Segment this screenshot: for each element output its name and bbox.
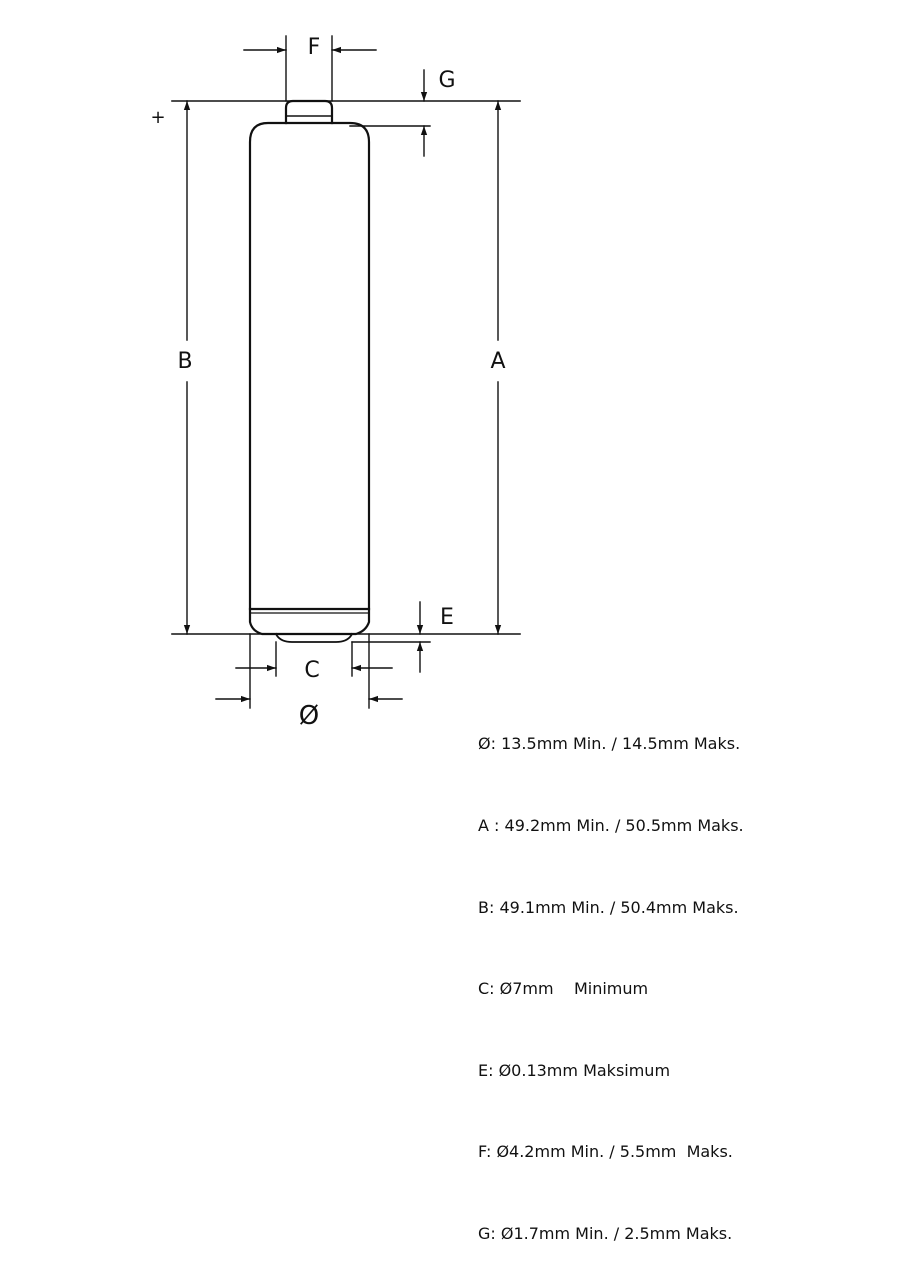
label-e: E	[440, 605, 454, 630]
spec-c: C: Ø7mm Minimum	[478, 979, 649, 999]
label-b: B	[177, 349, 192, 374]
spec-b: B: 49.1mm Min. / 50.4mm Maks.	[478, 897, 739, 917]
label-c: C	[304, 658, 319, 683]
spec-a: A : 49.2mm Min. / 50.5mm Maks.	[478, 816, 744, 836]
spec-f: F: Ø4.2mm Min. / 5.5mm Maks.	[478, 1142, 733, 1162]
label-a: A	[490, 349, 505, 374]
label-g: G	[438, 68, 455, 93]
negative-recess	[274, 632, 354, 643]
battery-body-outline	[248, 121, 371, 611]
dimension-spec-list: Ø: 13.5mm Min. / 14.5mm Maks. A : 49.2mm…	[478, 676, 888, 1274]
spec-g: G: Ø1.7mm Min. / 2.5mm Maks.	[478, 1224, 733, 1244]
battery-dimension-drawing: F G B A E C Ø +	[150, 35, 521, 731]
positive-terminal-cap	[284, 99, 334, 125]
positive-polarity-mark: +	[150, 107, 165, 128]
spec-diameter: Ø: 13.5mm Min. / 14.5mm Maks.	[478, 734, 741, 754]
label-f: F	[308, 35, 321, 60]
label-diameter: Ø	[299, 701, 319, 731]
spec-e: E: Ø0.13mm Maksimum	[478, 1060, 671, 1080]
